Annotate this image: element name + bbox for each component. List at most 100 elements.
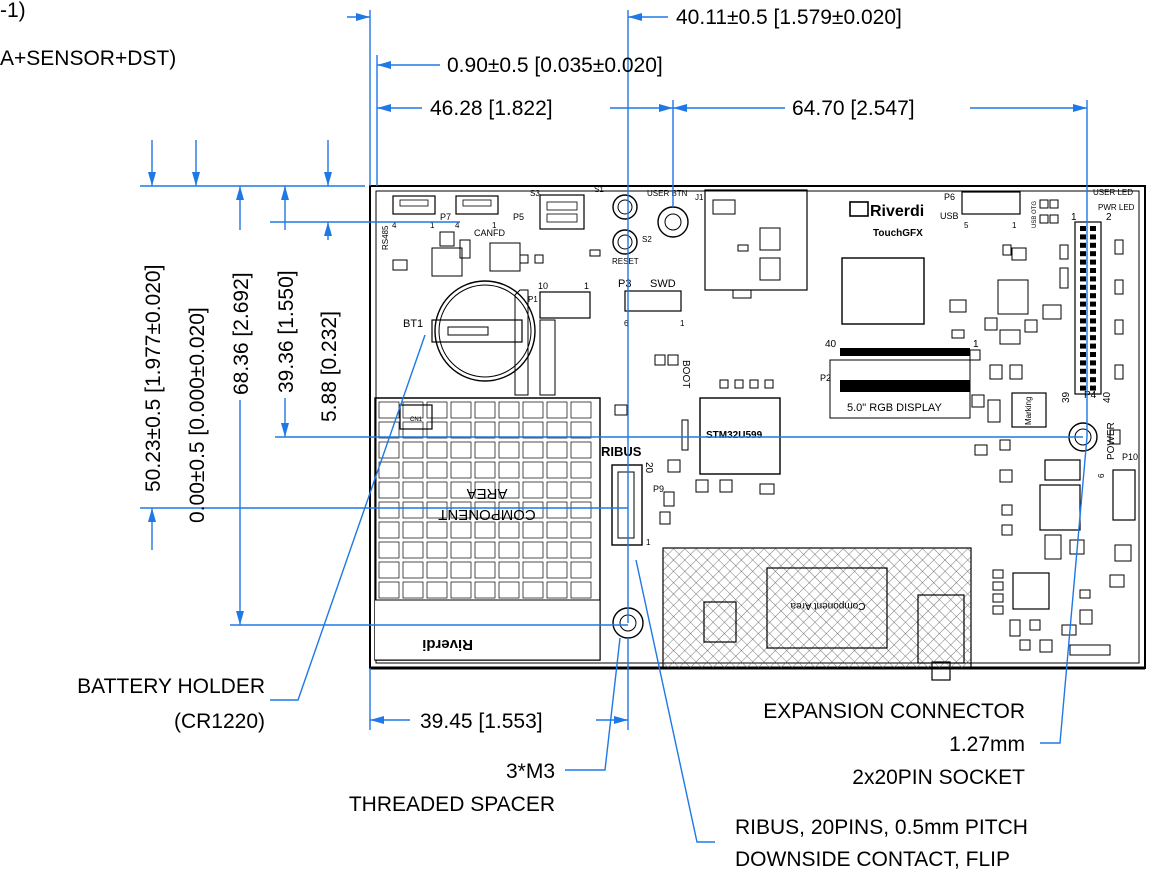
header-pin xyxy=(1090,259,1096,265)
silk-p3: P3 xyxy=(618,278,631,290)
smd-part xyxy=(589,249,601,257)
dim-left-5-88: 5.88 [0.232] xyxy=(318,311,341,422)
callout-ribus-2: DOWNSIDE CONTACT, FLIP xyxy=(735,848,1010,871)
p4-outline xyxy=(1074,221,1102,395)
grid-cell xyxy=(450,401,472,419)
brand-riverdi: Riverdi xyxy=(870,203,924,220)
dim-left-0-00: 0.00±0.5 [0.000±0.020] xyxy=(186,307,209,523)
smd-part xyxy=(534,254,544,264)
grid-cell xyxy=(378,441,400,459)
grid-cell xyxy=(522,401,544,419)
component-grid xyxy=(378,401,592,599)
grid-cell xyxy=(522,521,544,539)
silk-n40a: 40 xyxy=(825,339,837,350)
silk-pwr-led: PWR LED xyxy=(1098,203,1135,212)
grid-cell xyxy=(570,421,592,439)
smd-part xyxy=(999,329,1021,345)
grid-cell xyxy=(522,541,544,559)
silk-n1c: 1 xyxy=(1012,221,1017,230)
branding: Riverdi TouchGFX xyxy=(849,201,924,239)
grid-cell xyxy=(378,421,400,439)
callout-spacer-1: 3*M3 xyxy=(506,760,555,783)
silk-n1a: 1 xyxy=(430,221,435,230)
grid-cell xyxy=(378,541,400,559)
grid-cell xyxy=(402,481,424,499)
smd-part xyxy=(1059,267,1069,289)
grid-cell xyxy=(426,541,448,559)
smd-part xyxy=(992,605,1004,615)
cn1-connector xyxy=(399,404,433,430)
p3-outline xyxy=(624,290,682,312)
smd-part xyxy=(759,483,775,495)
header-pin xyxy=(1080,360,1086,366)
smd-part xyxy=(1039,199,1049,209)
header-pin xyxy=(1080,276,1086,282)
silk-p1: P1 xyxy=(528,295,538,304)
silk-cn1: CN1 xyxy=(410,417,423,423)
sdram-chip xyxy=(841,257,925,325)
mcu: STM32U599 BOOT xyxy=(680,360,781,475)
silk-swd: SWD xyxy=(650,278,676,290)
grid-cell xyxy=(426,561,448,579)
p9-outline xyxy=(611,464,643,546)
grid-cell xyxy=(450,581,472,599)
smd-part xyxy=(654,354,666,366)
grid-cell xyxy=(570,441,592,459)
smd-part xyxy=(489,242,521,272)
top-left-connectors: P7 4 1 RS485 P5 4 1 CANFD S3 S1 S2 RESET… xyxy=(381,185,689,266)
riverdi-logo-flipped: Riverdi xyxy=(422,636,473,653)
grid-cell xyxy=(378,521,400,539)
header-pin xyxy=(1090,310,1096,315)
dimension-lines xyxy=(140,10,1088,843)
grid-cell xyxy=(546,401,568,419)
smd-part xyxy=(997,279,1029,315)
callout-battery-1: BATTERY HOLDER xyxy=(77,675,265,698)
component-label-2: AREA xyxy=(467,485,508,502)
smd-part xyxy=(1009,619,1021,637)
smd-part xyxy=(1001,524,1013,536)
display-fpc: 40 1 P2 5.0" RGB DISPLAY xyxy=(820,339,979,419)
callout-expansion-1: EXPANSION CONNECTOR xyxy=(763,700,1025,723)
dim-left-50-23: 50.23±0.5 [1.977±0.020] xyxy=(142,265,165,492)
header-pin xyxy=(1080,343,1086,349)
grid-cell xyxy=(522,481,544,499)
header-pin xyxy=(1090,318,1096,324)
grid-cell xyxy=(426,441,448,459)
smd-part xyxy=(1114,364,1124,380)
silk-canfd: CANFD xyxy=(474,228,505,238)
silk-n6b: 6 xyxy=(1097,473,1106,478)
s2-button xyxy=(612,229,638,255)
silk-n20: 20 xyxy=(643,462,654,474)
silk-p2: P2 xyxy=(820,373,831,383)
grid-cell xyxy=(498,521,520,539)
silk-usb: USB xyxy=(940,211,959,221)
silk-p6: P6 xyxy=(944,192,955,202)
component-area-small: Component Area xyxy=(790,600,865,611)
grid-cell xyxy=(570,541,592,559)
silk-user-btn: USER BTN xyxy=(647,189,688,198)
header-pin xyxy=(1090,343,1096,349)
grid-cell xyxy=(402,501,424,519)
grid-cell xyxy=(474,481,496,499)
grid-cell xyxy=(522,561,544,579)
smd-part xyxy=(764,379,774,389)
grid-cell xyxy=(402,521,424,539)
silk-reset: RESET xyxy=(612,257,639,266)
component-label-1: COMPONENT xyxy=(438,506,536,523)
header-pin xyxy=(1080,293,1086,299)
smd-part xyxy=(1079,609,1093,625)
grid-cell xyxy=(402,441,424,459)
grid-cell xyxy=(450,441,472,459)
smd-part xyxy=(1049,199,1059,209)
smd-part xyxy=(1024,319,1038,333)
header-pin xyxy=(1080,259,1086,265)
ribus-connector: RIBUS 20 P9 1 xyxy=(601,444,664,547)
grid-cell xyxy=(570,561,592,579)
grid-cell xyxy=(570,501,592,519)
smd-part xyxy=(719,479,733,493)
smd-part xyxy=(999,469,1013,483)
header-pin xyxy=(1090,352,1096,357)
smd-part xyxy=(667,354,679,366)
grid-cell xyxy=(402,561,424,579)
